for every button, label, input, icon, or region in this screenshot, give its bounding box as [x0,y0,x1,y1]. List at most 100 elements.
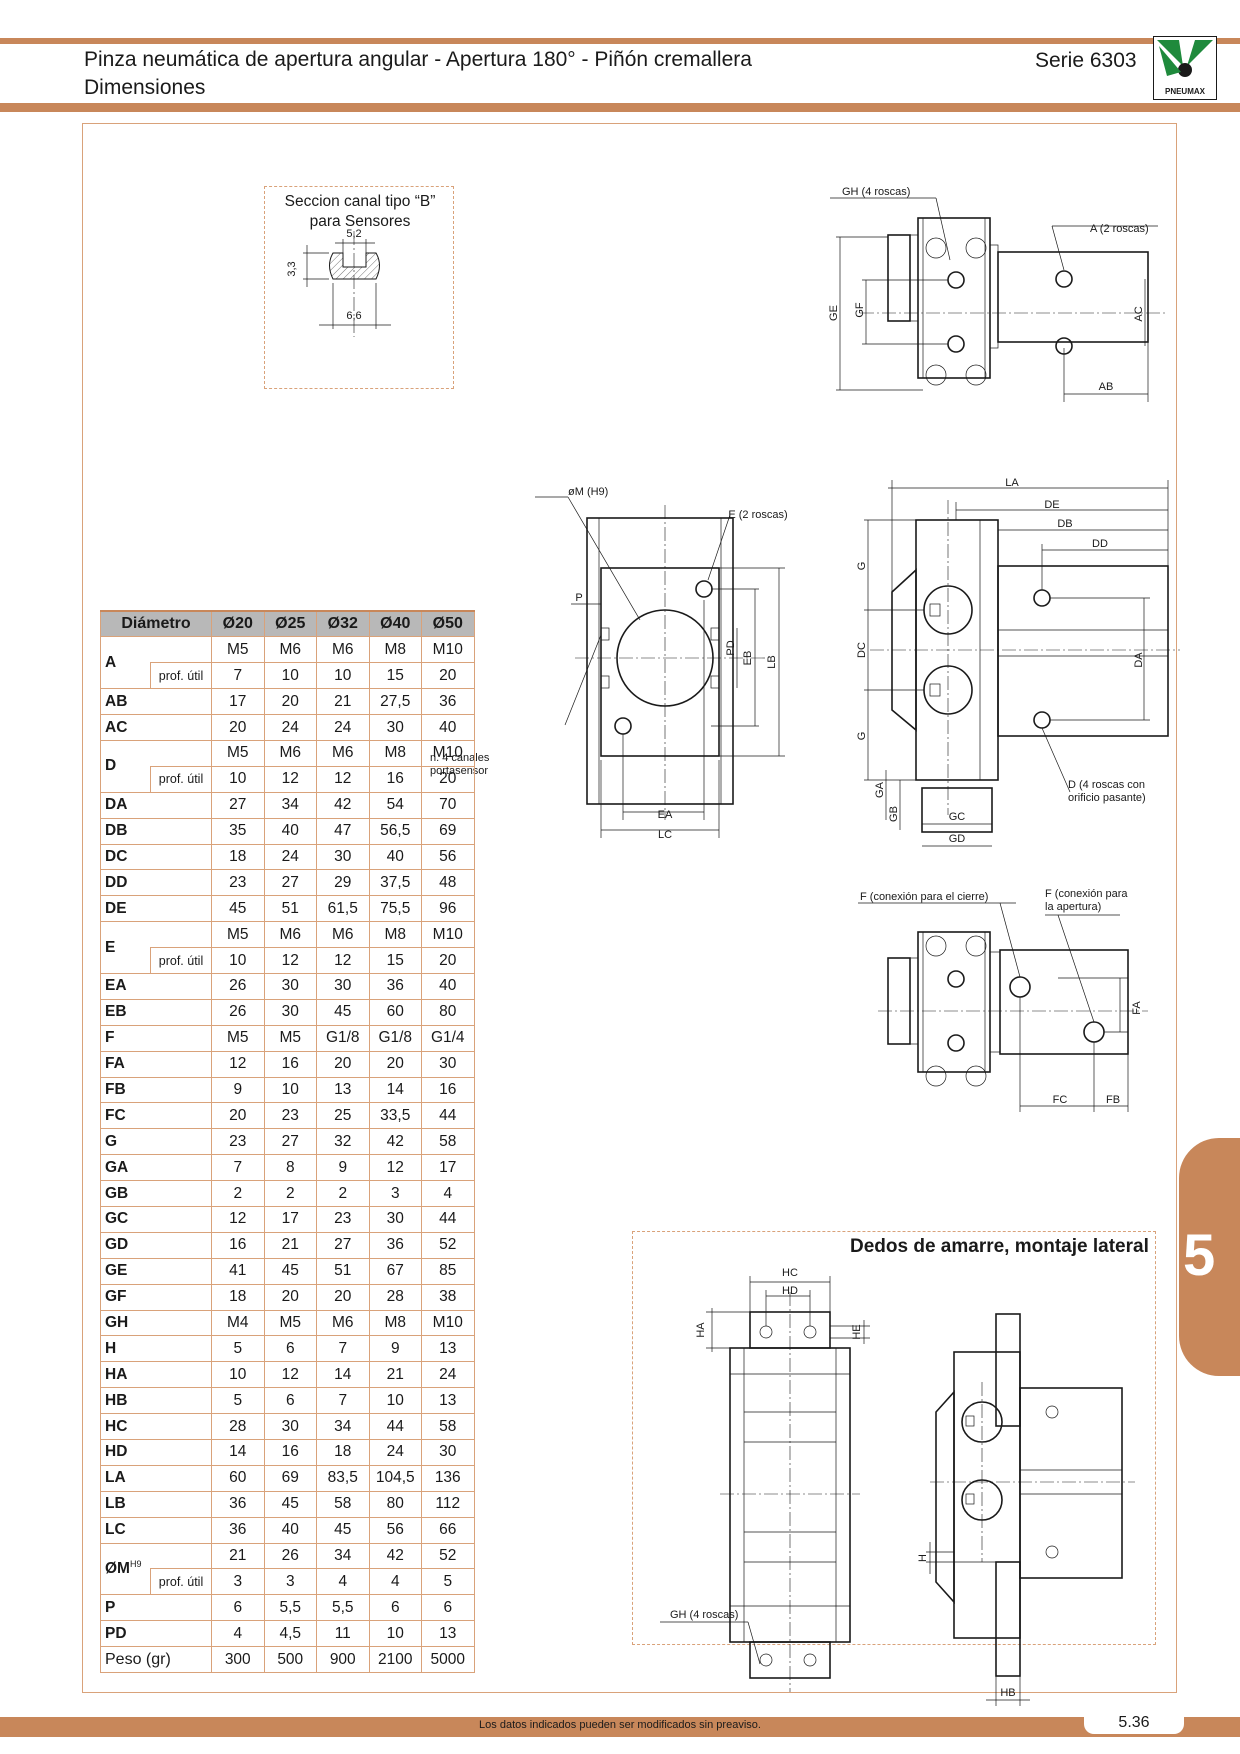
table-cell: 9 [316,1154,370,1182]
table-header-size: Ø25 [263,610,317,638]
sensor-section-title-1: Seccion canal tipo “B” [284,193,436,210]
label-dd: DD [1092,538,1108,550]
table-cell: 12 [263,1361,317,1389]
table-row-key: GD [100,1231,212,1259]
table-cell: 48 [421,869,475,897]
chapter-tab[interactable] [1179,1138,1240,1376]
top-view-drawing: GH (4 roscas) A (2 roscas) GE GF AC AB [828,186,1165,402]
table-row-sub: prof. útil [150,947,212,974]
table-row-sub: prof. útil [150,765,212,793]
table-cell: M6 [263,636,317,664]
label-lb: LB [766,655,778,668]
label-d-threads-1: D (4 roscas con [1068,779,1145,791]
table-cell: 12 [316,947,370,974]
table-cell: 36 [211,1516,265,1544]
table-cell: M5 [263,1309,317,1337]
table-cell: M10 [421,739,475,767]
table-row-sub [150,739,212,767]
table-cell: 24 [421,1361,475,1389]
table-cell: 3 [263,1568,317,1596]
table-cell: 16 [421,1076,475,1104]
table-cell: 26 [211,998,265,1026]
footer-bar [0,1717,1240,1737]
table-cell: 51 [263,895,317,923]
label-ac: AC [1133,306,1145,321]
table-cell: 6 [263,1387,317,1415]
table-row-sub: prof. útil [150,1568,212,1596]
table-cell: 36 [421,688,475,716]
label-gd: GD [949,833,966,845]
series-label: Serie 6303 [1035,49,1137,72]
table-cell: 500 [263,1646,317,1674]
content-frame [82,123,1177,1693]
table-cell: 26 [263,1542,317,1570]
table-cell: 28 [211,1413,265,1440]
table-cell: 10 [263,1076,317,1104]
label-pd: PD [725,640,737,655]
table-cell: 24 [263,714,317,741]
table-cell: M8 [368,636,422,664]
side-view-drawing: LA DE DB DD G DC G DA GA GB GC GD D (4 r… [856,477,1180,847]
table-cell: 5 [211,1387,265,1415]
label-he: HE [851,1324,863,1339]
table-row-key: AC [100,714,212,741]
table-cell: 6 [211,1594,265,1622]
label-de: DE [1044,499,1059,511]
table-cell: 36 [368,972,422,1000]
table-cell: 14 [211,1439,265,1466]
table-cell: 12 [263,765,317,793]
sensor-section: Seccion canal tipo “B” para Sensores 5,2… [264,186,454,389]
fingers-drawing: HC HD HA HE GH (4 roscas) H HB [660,1267,1135,1706]
table-cell: 27 [263,869,317,897]
table-cell: 58 [421,1128,475,1156]
table-cell: 7 [316,1387,370,1415]
table-row-key: Peso (gr) [100,1646,212,1674]
table-cell: 80 [368,1490,422,1518]
chapter-number: 5 [1183,1223,1216,1288]
label-om: øM (H9) [568,486,608,498]
table-row-key: HD [100,1439,212,1466]
table-cell: 20 [421,947,475,974]
table-cell: 52 [421,1542,475,1570]
table-cell: 34 [316,1542,370,1570]
table-row-key: GH [100,1309,212,1337]
table-cell: 27 [263,1128,317,1156]
table-cell: 69 [421,817,475,845]
dim-3-3: 3,3 [286,261,298,276]
table-cell: 6 [368,1594,422,1622]
label-a-threads: A (2 roscas) [1090,223,1149,235]
table-cell: 85 [421,1257,475,1285]
table-row-key: DD [100,869,212,897]
table-cell: 30 [368,1205,422,1233]
table-cell: 10 [368,1387,422,1415]
table-cell: 4 [316,1568,370,1596]
label-gc: GC [949,811,966,823]
table-cell: 30 [263,972,317,1000]
table-cell: 96 [421,895,475,923]
table-cell: M6 [263,921,317,949]
table-row-key: EA [100,972,212,1000]
table-cell: M8 [368,739,422,767]
table-cell: 6 [421,1594,475,1622]
table-cell: M10 [421,1309,475,1337]
table-cell: 83,5 [316,1464,370,1492]
table-cell: 30 [421,1050,475,1078]
table-cell: 2 [263,1180,317,1207]
table-cell: 900 [316,1646,370,1674]
table-cell: 16 [211,1231,265,1259]
table-row-key-text: A [105,653,117,671]
table-cell: 27 [316,1231,370,1259]
table-cell: 9 [368,1335,422,1363]
table-cell: 32 [316,1128,370,1156]
table-row-key: GE [100,1257,212,1285]
table-cell: M5 [211,921,265,949]
table-cell: 40 [263,1516,317,1544]
table-cell: 5000 [421,1646,475,1674]
table-cell: G1/4 [421,1024,475,1052]
